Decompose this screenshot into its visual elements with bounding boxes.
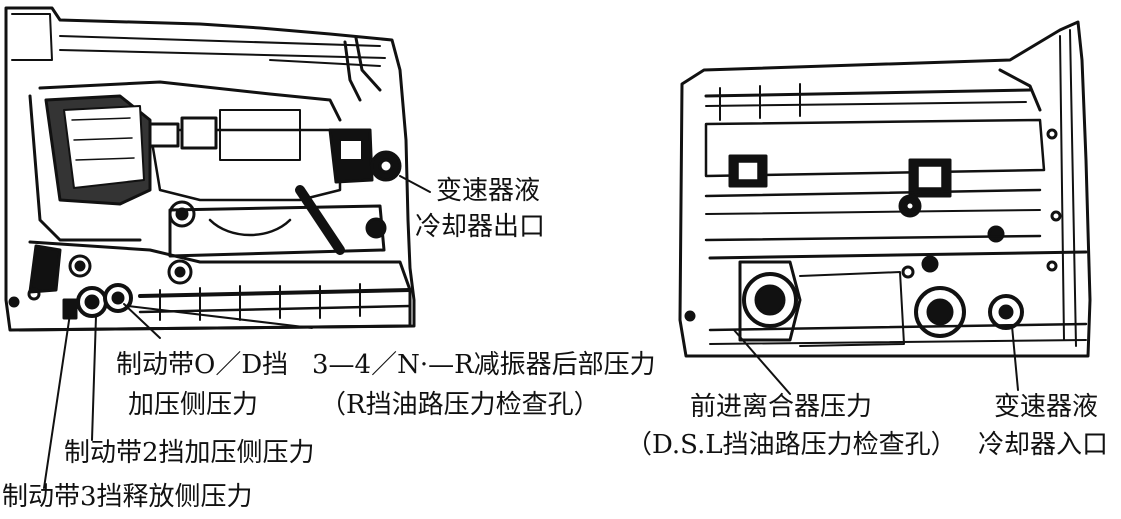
label-band2-apply: 制动带2挡加压侧压力	[64, 438, 315, 468]
left-leader-lines	[43, 175, 431, 489]
right-leader-lines	[733, 325, 1019, 395]
label-forward-clutch-line1: 前进离合器压力	[690, 392, 873, 422]
right-transmission-view	[678, 20, 1092, 358]
label-band3-release: 制动带3挡释放侧压力	[2, 482, 253, 512]
label-cooler-inlet-line1: 变速器液	[994, 392, 1099, 422]
label-damper-rear-line1: 3—4／N·—R减振器后部压力	[312, 350, 656, 380]
label-od-band-apply-line2: 加压侧压力	[128, 390, 259, 420]
label-forward-clutch-line2: （D.S.L挡油路压力检查孔）	[626, 430, 957, 460]
label-cooler-inlet-line2: 冷却器入口	[978, 430, 1109, 460]
left-transmission-view	[4, 6, 416, 332]
label-od-band-apply-line1: 制动带O／D挡	[116, 350, 289, 380]
label-cooler-outlet-line2: 冷却器出口	[415, 212, 546, 242]
label-damper-rear-line2: （R挡油路压力检查孔）	[320, 390, 600, 420]
label-cooler-outlet-line1: 变速器液	[436, 176, 541, 206]
